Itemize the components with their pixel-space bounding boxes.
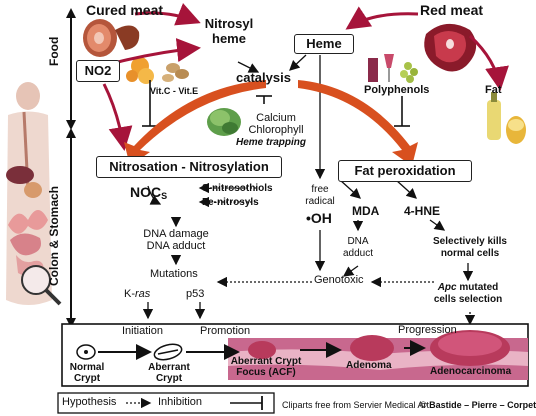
heme-trapping-label: Heme trapping [236,137,307,148]
dna-adduct-label: DNA adduct [342,236,374,259]
aberrant-crypt-icon [153,343,183,361]
dna-damage-label: DNA damage DNA adduct [143,228,209,252]
mda-label: MDA [352,204,380,218]
kras-gene: ras [135,288,151,300]
adenocarcinoma-label: Adenocarcinoma [430,366,512,377]
nitrosation-box: Nitrosation - Nitrosylation [96,156,282,178]
normal-crypt-icon [76,344,96,360]
legend-inhibition-label: Inhibition [158,396,203,408]
food-label: Food [47,36,61,66]
legend-hypothesis-label: Hypothesis [62,396,117,408]
fat-label: Fat [485,84,502,96]
selective-kill-label: Selectively kills normal cells [433,236,507,259]
cured-meat-label: Cured meat [86,2,164,18]
inhibition-symbols [142,80,410,127]
flow-arrows [142,54,474,320]
free-radical-label: free radical [305,184,335,207]
magnifier-icon [21,265,62,306]
colon-axis-arrow [66,128,76,328]
acf-label: Aberrant Crypt Focus (ACF) [230,356,302,378]
stage-arrows [98,340,426,360]
cured-meat-icon [83,19,140,57]
colon-stomach-label: Colon & Stomach [47,185,61,286]
hydroxyl-radical-label: •OH [306,210,332,226]
kras-prefix: K- [124,288,135,300]
catalysis-label: catalysis [236,70,291,85]
red-meat-label: Red meat [420,2,484,18]
p53-label: p53 [186,288,205,300]
s-nitrosothiols-label: S-nitrosothiols [202,183,273,194]
normal-crypt-label: Normal Crypt [69,362,105,384]
polyphenols-icon [368,54,418,83]
progression-label: Progression [398,324,457,336]
fe-nitrosyls-label: Fe-nitrosyls [202,197,259,208]
calcium-chlorophyll-icon [207,108,241,136]
genotoxic-label: Genotoxic [314,274,364,286]
fat-peroxidation-box: Fat peroxidation [338,160,472,182]
credits-copyright: © Bastide – Pierre – Corpet 2011 [420,400,536,410]
calcium-chlorophyll-label: Calcium Chlorophyll [248,112,304,136]
vitamins-label: Vit.C - Vit.E [150,86,199,96]
source-arrows [102,3,509,151]
red-meat-icon [424,23,477,72]
vitamins-food-icon [126,57,189,84]
food-axis-arrow [66,8,76,130]
heme-box: Heme [294,34,354,54]
human-body-illustration [6,82,52,305]
no2-box: NO2 [76,60,120,82]
promotion-label: Promotion [200,325,251,337]
apc-selection-label: Apc mutated cells selection [416,282,520,306]
hypothesis-arrows [198,182,476,326]
noc-subscript: S [161,191,168,201]
initiation-label: Initiation [122,325,163,337]
noc-text: NOC [130,184,162,200]
nocs-label: NOCS [130,184,167,201]
adenoma-label: Adenoma [346,360,392,371]
credits-prefix: Cliparts free from Servier Medical Art. [282,400,432,410]
mutations-label: Mutations [150,268,198,280]
apc-selection-text: mutated cells selection [433,282,503,305]
fat-foods-icon [487,92,526,144]
legend-symbols [57,392,275,414]
kras-label: K-ras [124,288,150,300]
nitrosyl-heme-label: Nitrosyl heme [204,16,254,46]
apc-gene: Apc [437,282,457,293]
4-hne-label: 4-HNE [404,204,441,218]
aberrant-crypt-label: Aberrant Crypt [148,362,190,384]
polyphenols-label: Polyphenols [364,84,430,96]
